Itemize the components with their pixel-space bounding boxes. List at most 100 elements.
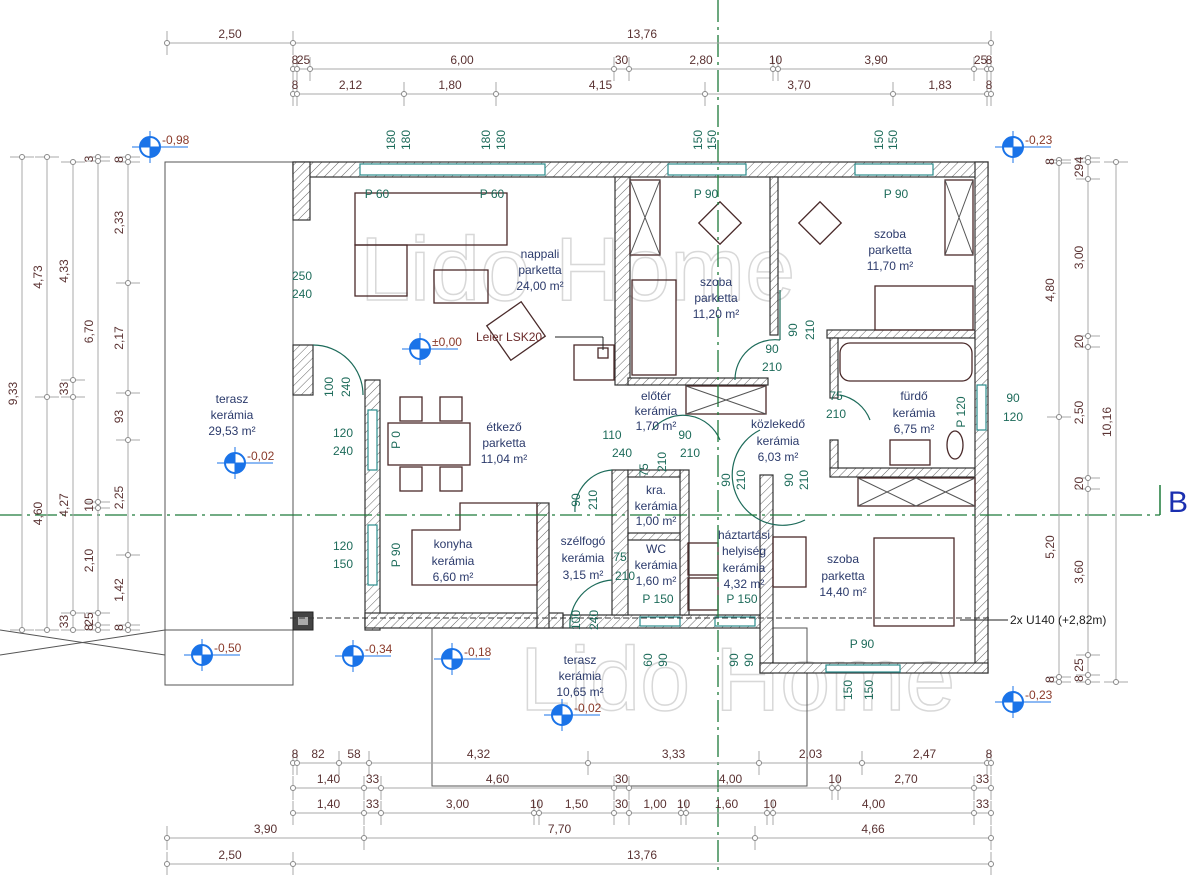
dimension-value: 2,17 [112, 326, 126, 350]
opening-dimension: 75 [829, 389, 843, 403]
opening-dimension: 90 [1006, 391, 1020, 405]
chair [399, 466, 423, 492]
dimension-tick [164, 861, 170, 867]
elevation-value: -0,23 [1025, 133, 1053, 147]
opening-dimension: 240 [612, 446, 632, 460]
dimension-value: 9,33 [6, 381, 20, 405]
dining-table [387, 422, 471, 466]
elevation-value: -0,02 [574, 701, 602, 715]
dimension-tick [585, 760, 591, 766]
dimension-tick [70, 610, 76, 616]
dimension-tick [70, 394, 76, 400]
opening-dimension: 90 [656, 653, 670, 667]
dimension-value: 3 [82, 155, 96, 162]
room-name: nappali [521, 247, 560, 261]
dimension-tick [125, 390, 131, 396]
dimension-tick [95, 499, 101, 505]
dimension-value: 2,33 [112, 210, 126, 234]
bed [874, 285, 974, 331]
dimension-tick [95, 505, 101, 511]
room-area: 11,70 m² [867, 259, 913, 273]
dimension-tick [336, 760, 342, 766]
dimension-tick [611, 66, 617, 72]
dimension-tick [988, 835, 994, 841]
elevation-value: -0,98 [162, 133, 190, 147]
room-floor: kerámia [432, 554, 475, 568]
dimension-tick [290, 785, 296, 791]
opening-dimension: 120 [333, 539, 353, 553]
room-name: szélfogó [561, 534, 606, 548]
dimension-tick [835, 785, 841, 791]
elevation-marker: -0,02 [544, 699, 602, 731]
dimension-value: 2,50 [218, 27, 242, 41]
dimension-value: 58 [347, 747, 361, 761]
dimension-value: 2,12 [339, 78, 363, 92]
opening-dimension: 120 [333, 426, 353, 440]
watermark: Lido Home [520, 630, 955, 730]
dimension-tick [683, 810, 689, 816]
room-name: terasz [216, 392, 249, 406]
dimension-value: 10,16 [1100, 407, 1114, 437]
elevation-marker: -0,23 [995, 686, 1053, 718]
dimension-value: 2,03 [799, 747, 823, 761]
opening-dimension: 150 [333, 557, 353, 571]
dimension-tick [493, 91, 499, 97]
room-area: 6,60 m² [433, 570, 474, 584]
dimension-tick [125, 159, 131, 165]
dimension-value: 8 [1043, 158, 1057, 165]
dimension-tick [366, 760, 372, 766]
dimension-tick [307, 66, 313, 72]
dimension-tick [775, 66, 781, 72]
dimension-value: 4,32 [467, 747, 491, 761]
room-name: WC [646, 542, 666, 556]
dimension-value: 25 [82, 612, 96, 626]
dimension-value: 30 [615, 53, 629, 67]
dimension-tick [294, 760, 300, 766]
dimension-value: 20 [1072, 335, 1086, 349]
dimension-tick [611, 810, 617, 816]
dimension-tick [70, 377, 76, 383]
opening-dimension: 210 [762, 360, 782, 374]
room-area: 29,53 m² [208, 424, 255, 438]
dimension-tick [764, 810, 770, 816]
opening-dimension: 180 [494, 130, 508, 150]
dimension-tick [19, 627, 25, 633]
room-area: 11,04 m² [481, 452, 527, 466]
dimension-value: 2,47 [913, 747, 937, 761]
dimension-tick [1085, 672, 1091, 678]
opening-dimension: P 150 [726, 592, 757, 606]
dimension-tick [1056, 160, 1062, 166]
bed [631, 279, 677, 376]
dimension-tick [125, 622, 131, 628]
room-floor: parketta [482, 436, 526, 450]
dimension-tick [536, 810, 542, 816]
dimension-value: 4,60 [31, 501, 45, 525]
dimension-tick [626, 66, 632, 72]
opening-dimension: 180 [399, 130, 413, 150]
opening-dimension: 240 [339, 377, 353, 397]
opening-dimension: 210 [803, 320, 817, 340]
shelf [772, 536, 807, 588]
dimension-tick [1056, 679, 1062, 685]
dimension-tick [1085, 652, 1091, 658]
elevation-value: -0,34 [365, 642, 393, 656]
wardrobe [685, 385, 767, 415]
dimension-value: 13,76 [627, 848, 657, 862]
kitchen-counter [411, 502, 538, 586]
dimension-value: 5,20 [1043, 535, 1057, 559]
dimension-value: 3,90 [864, 53, 888, 67]
dimension-tick [70, 627, 76, 633]
dimension-tick [361, 810, 367, 816]
dimension-value: 82 [311, 747, 325, 761]
opening-dimension: 90 [719, 473, 733, 487]
dimension-value: 4,60 [486, 772, 510, 786]
dryer [687, 577, 719, 611]
opening-dimension: 90 [765, 342, 779, 356]
opening-dimension: 90 [786, 323, 800, 337]
